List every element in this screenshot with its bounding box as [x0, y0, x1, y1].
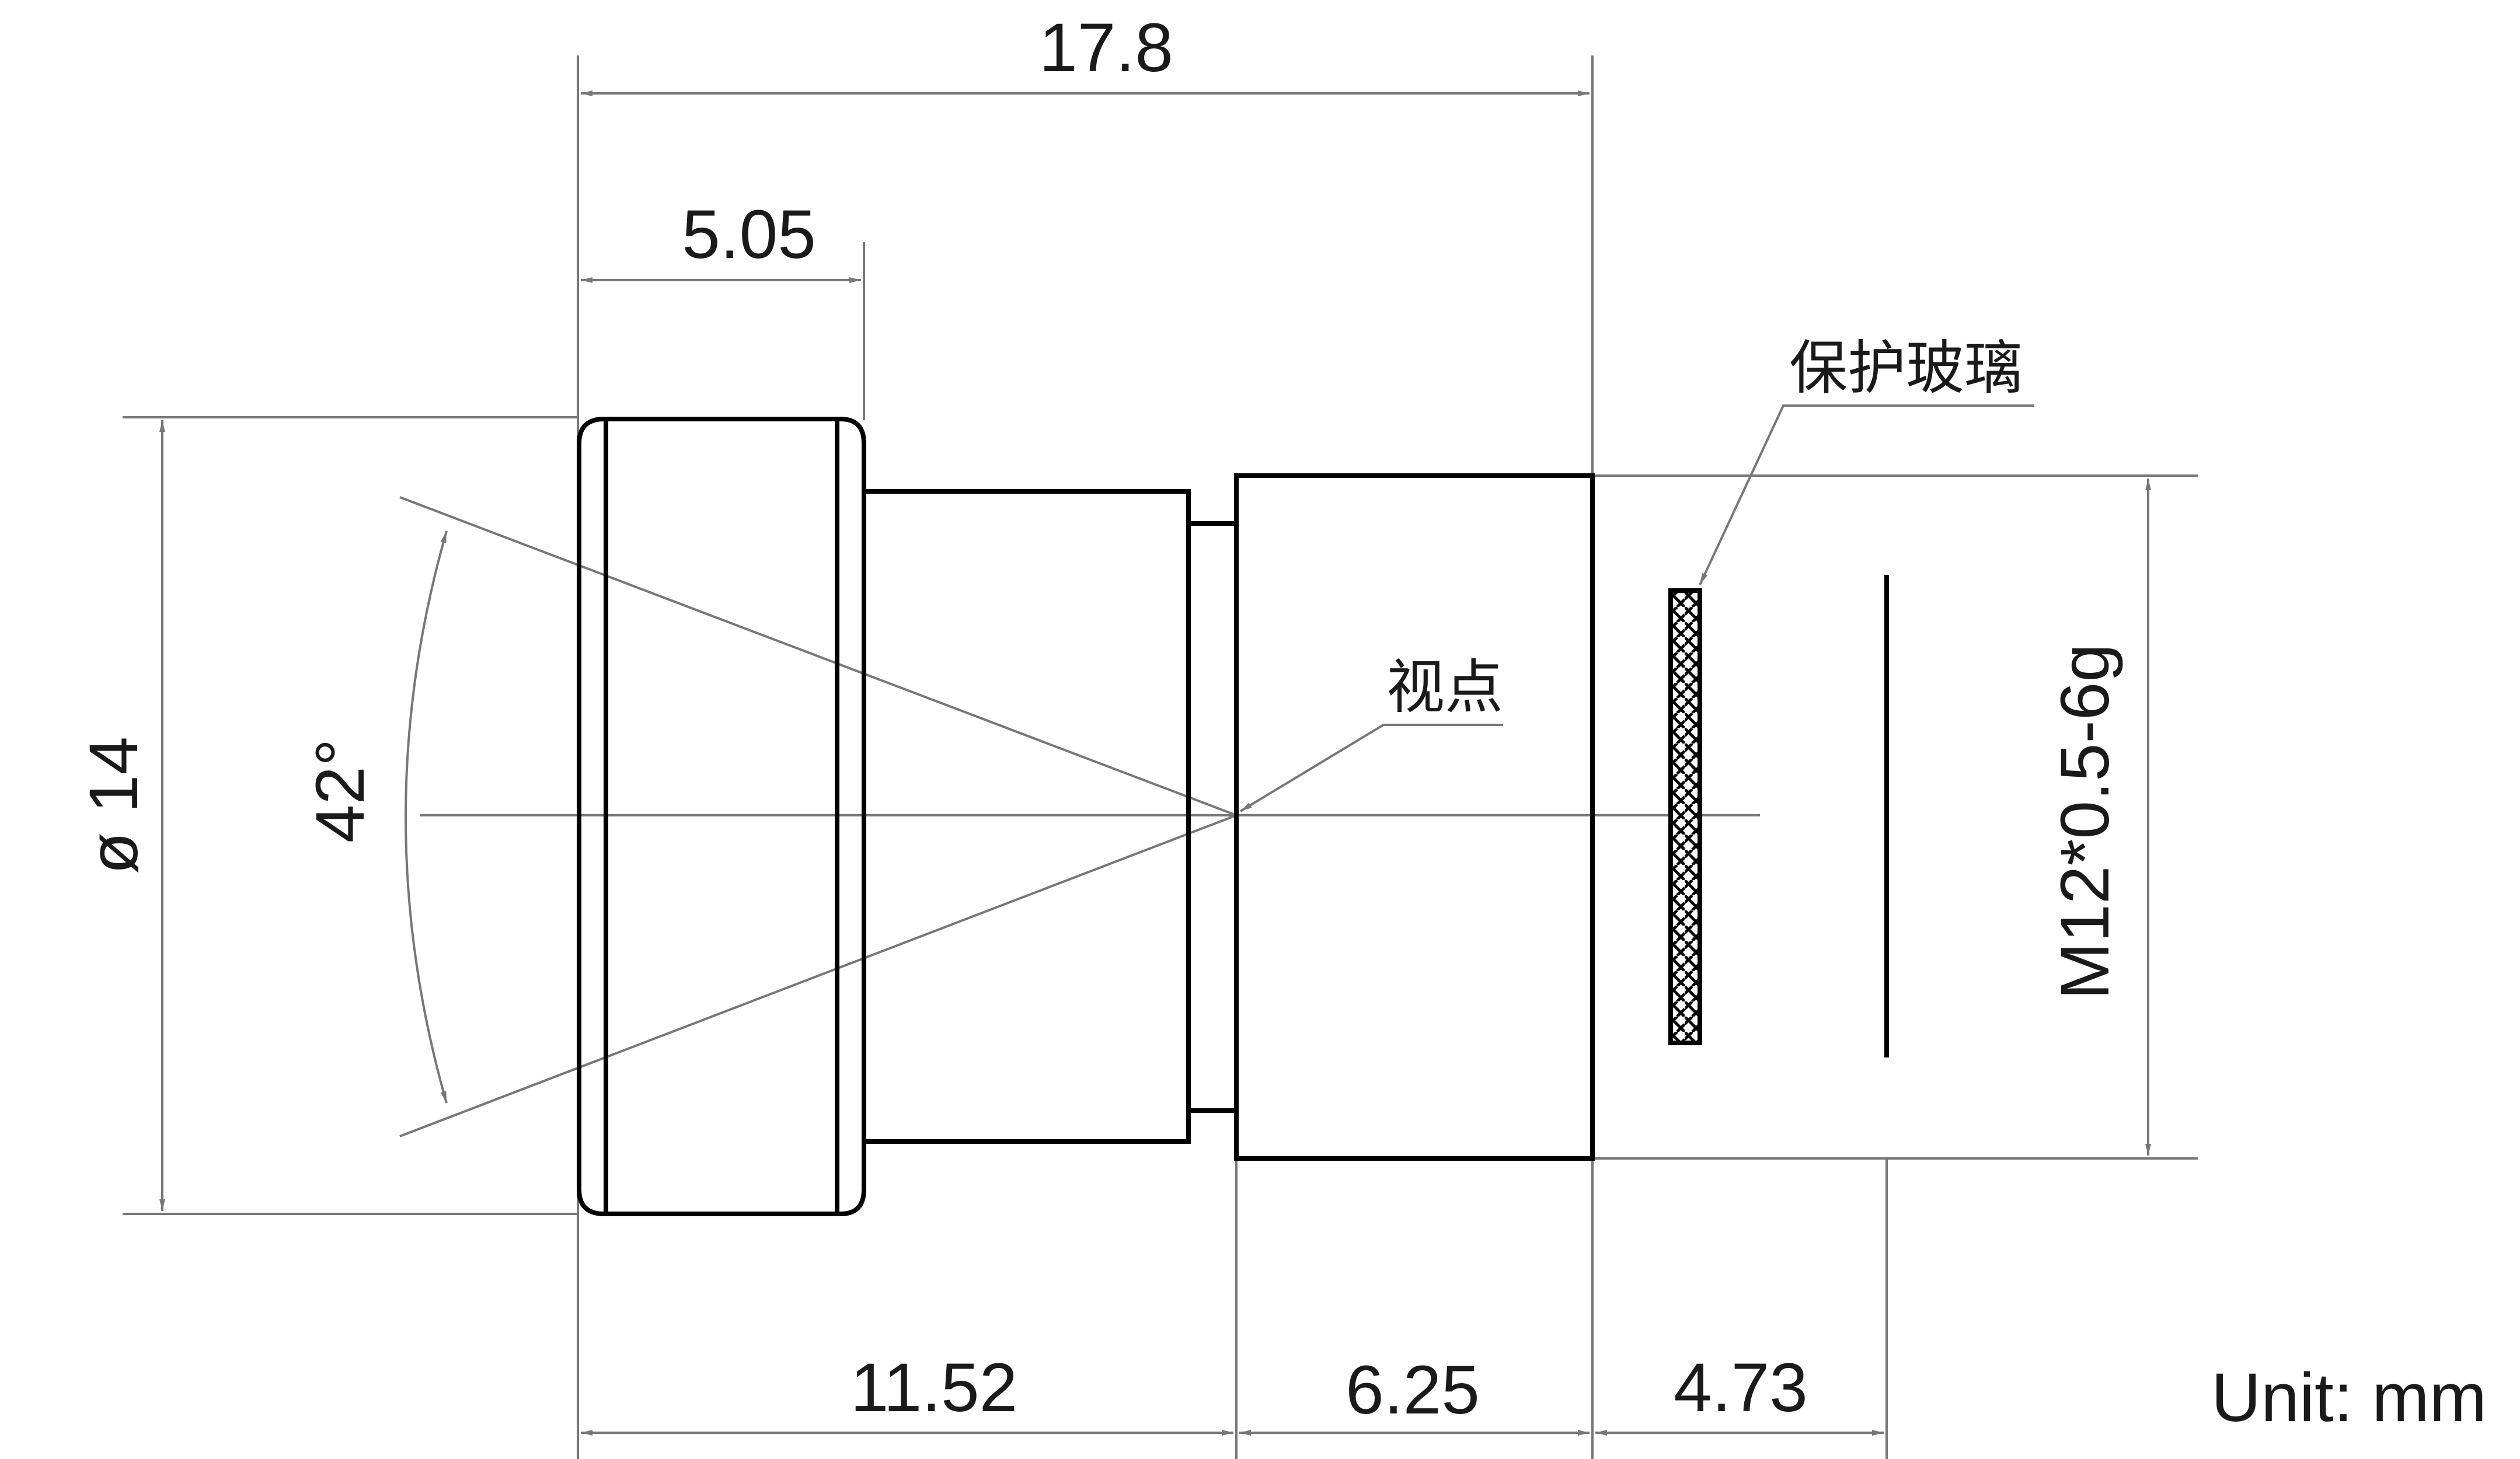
overall-length-label: 17.8: [1039, 9, 1173, 86]
protective-glass-label: 保护玻璃: [1789, 334, 2023, 402]
unit-label: Unit: mm: [2211, 1359, 2487, 1436]
front-ring-label: 5.05: [682, 196, 816, 273]
viewpoint-label: 视点: [1386, 653, 1503, 721]
field-of-view-label: 42°: [302, 739, 379, 843]
to-sensor-label: 4.73: [1674, 1349, 1808, 1426]
optical-axis: [399, 496, 1760, 1137]
dimension-lines: [159, 90, 2151, 1436]
lens-body: [577, 417, 1595, 1216]
leader-lines: [1239, 404, 2034, 812]
protective-glass: [1668, 588, 1702, 1045]
outer-diameter-label: ø 14: [75, 737, 152, 874]
rear-body-label: 6.25: [1346, 1352, 1480, 1429]
to-viewpoint-label: 11.52: [851, 1349, 1018, 1426]
thread-label: M12*0.5-6g: [2047, 644, 2124, 1000]
